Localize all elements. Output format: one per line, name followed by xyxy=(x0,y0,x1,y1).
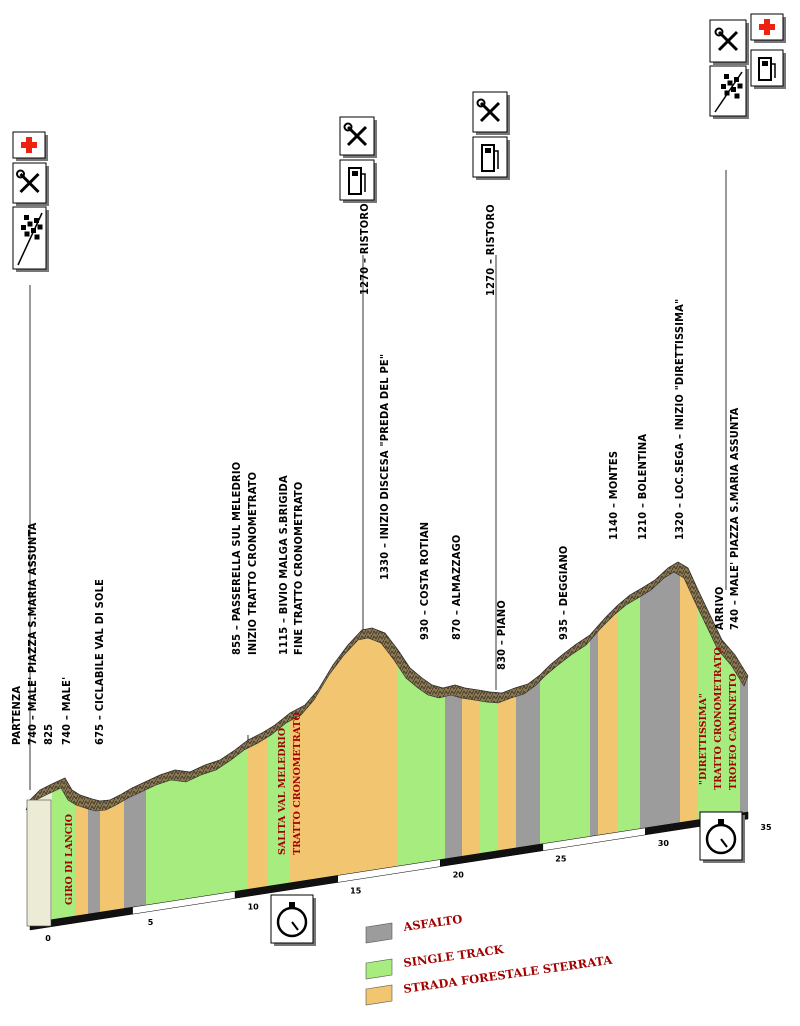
waypoint-label: FINE TRATTO CRONOMETRATO xyxy=(292,482,305,655)
surface-segment-asfalto xyxy=(516,562,541,923)
surface-segment-asfalto xyxy=(640,562,681,923)
waypoint-label: 1320 – LOC.SEGA – INIZIO "DIRETTISSIMA" xyxy=(673,299,686,540)
first-aid-icon xyxy=(750,13,786,43)
profile-outline xyxy=(29,561,749,802)
km-tick-label: 25 xyxy=(555,855,567,864)
waypoint-label: ARRIVO xyxy=(713,586,726,630)
km-tick-label: 0 xyxy=(45,934,51,943)
waypoint-label: 1270 – RISTORO xyxy=(484,204,497,296)
surface-segment-asfalto xyxy=(740,562,748,923)
waypoint-label: 740 – MALE' xyxy=(60,677,73,745)
surface-segment-sterrata xyxy=(598,562,618,923)
service-icons xyxy=(12,13,786,946)
waypoint-label: 740 – MALE' PIAZZA S.MARIA ASSUNTA xyxy=(26,522,39,745)
km-tick-label: 20 xyxy=(453,871,465,880)
segment-label: TRATTO CRONOMETRATO xyxy=(292,712,303,855)
surface-segments xyxy=(30,562,748,923)
km-tick-label: 10 xyxy=(248,902,260,911)
waypoint-label: 740 – MALE' PIAZZA S.MARIA ASSUNTA xyxy=(728,407,741,630)
surface-segment-asfalto xyxy=(124,562,147,923)
waypoint-label: 935 – DEGGIANO xyxy=(557,545,570,640)
waypoint-label: 675 – CICLABILE VAL DI SOLE xyxy=(93,579,106,745)
waypoint-label: 1210 – BOLENTINA xyxy=(636,434,649,540)
waypoint-label: 870 – ALMAZZAGO xyxy=(450,534,463,640)
stopwatch-icon xyxy=(270,894,316,946)
km-tick-label: 30 xyxy=(658,839,670,848)
segment-label: TROFEO CAMINETTO xyxy=(728,673,739,790)
km-tick-label: 15 xyxy=(350,886,362,895)
segment-labels: GIRO DI LANCIO SALITA VAL MELEDRIO TRATTO … xyxy=(64,647,739,905)
legend-swatch xyxy=(365,984,393,1006)
legend-swatch xyxy=(365,922,393,944)
waypoint-label: 830 – PIANO xyxy=(495,600,508,670)
km-tick-label: 5 xyxy=(148,918,154,927)
legend-label: ASFALTO xyxy=(401,912,463,934)
waypoint-label: 1140 – MONTES xyxy=(607,451,620,540)
distance-axis: 0 5 10 15 20 25 30 35 xyxy=(26,799,772,943)
surface-segment-asfalto xyxy=(590,562,599,923)
start-block xyxy=(26,799,52,927)
waypoint-label: 855 – PASSERELLA SUL MELEDRIO xyxy=(230,462,243,655)
surface-segment-sterrata xyxy=(462,562,481,923)
stopwatch-icon xyxy=(699,811,745,863)
waypoint-label: 930 – COSTA ROTIAN xyxy=(418,522,431,640)
segment-label: "DIRETTISSIMA" xyxy=(698,693,709,785)
waypoint-label: INIZIO TRATTO CRONOMETRATO xyxy=(246,472,259,655)
waypoint-label: 1330 – INIZIO DISCESA "PREDA DEL PE" xyxy=(378,354,391,580)
tools-icon xyxy=(472,91,510,135)
waypoint-label: PARTENZA xyxy=(10,686,23,745)
waypoint-label: 1270 – RISTORO xyxy=(358,203,371,295)
legend-label: SINGLE TRACK xyxy=(402,942,505,970)
tools-icon xyxy=(12,162,49,206)
segment-label: TRATTO CRONOMETRATO xyxy=(713,647,724,790)
checkered-flag-icon xyxy=(12,206,49,272)
surface-segment-sterrata xyxy=(75,562,89,923)
segment-label: GIRO DI LANCIO xyxy=(64,814,75,905)
waypoint-label: 1115 – BIVIO MALGA S.BRIGIDA xyxy=(277,475,290,655)
segment-label: SALITA VAL MELEDRIO xyxy=(277,728,288,855)
first-aid-icon xyxy=(12,131,48,161)
tools-icon xyxy=(339,116,377,158)
fuel-icon xyxy=(472,136,510,180)
tools-icon xyxy=(709,19,749,65)
checkered-flag-icon xyxy=(709,65,749,119)
km-tick-label: 35 xyxy=(760,823,772,832)
legend-swatch xyxy=(365,958,393,980)
fuel-icon xyxy=(750,49,786,89)
waypoint-label: 825 xyxy=(42,724,55,745)
surface-segment-sterrata xyxy=(310,562,399,923)
fuel-icon xyxy=(339,159,377,203)
